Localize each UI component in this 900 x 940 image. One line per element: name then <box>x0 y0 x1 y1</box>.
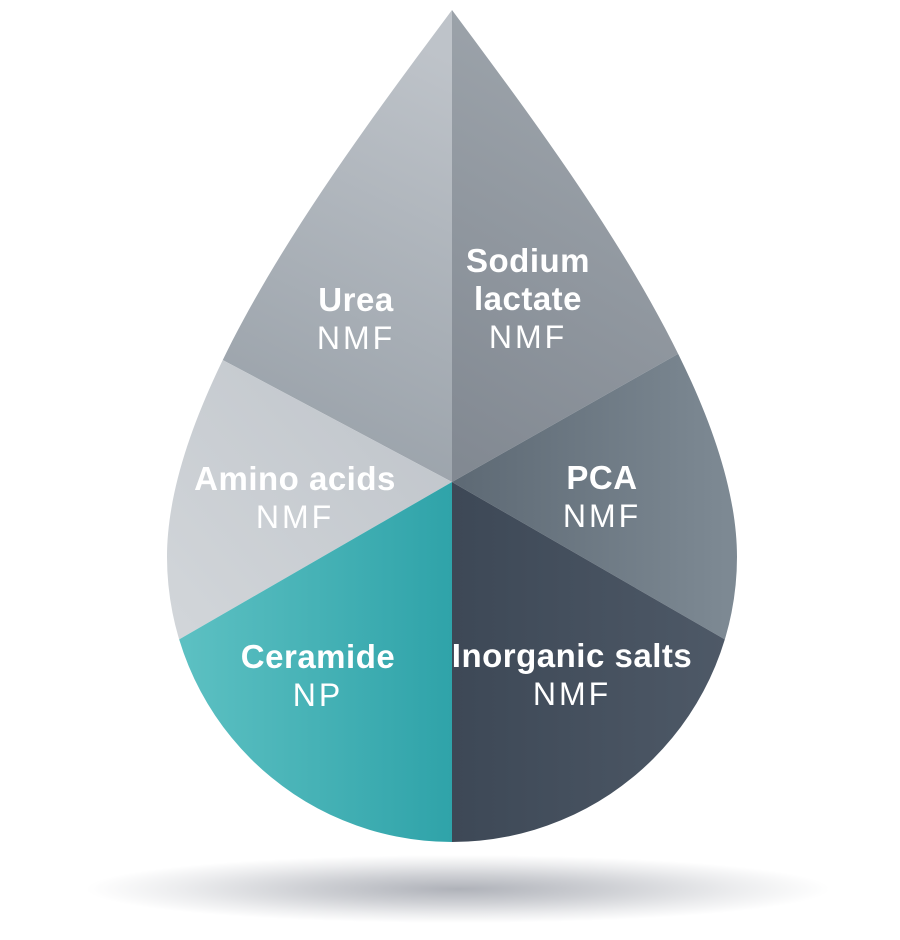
drop-shadow <box>86 855 830 923</box>
segment-inorganic-salts <box>452 482 737 842</box>
